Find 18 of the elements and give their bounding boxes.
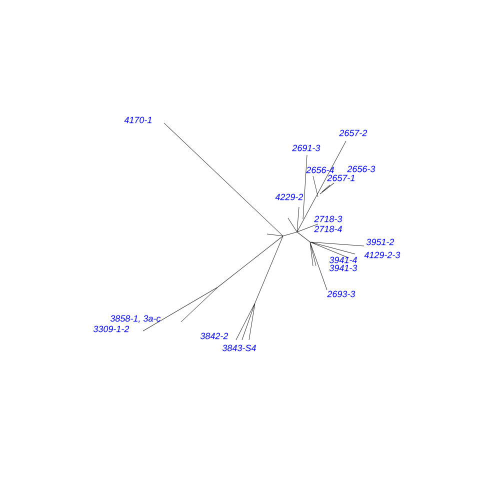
tip-label: 4170-1 <box>124 116 152 124</box>
tip-label: 2718-4 <box>314 226 342 232</box>
tip-label: 4129-2-3 <box>364 252 400 258</box>
tip-label: 2656-3 <box>347 166 376 172</box>
tip-label: 3858-1, 3a-c <box>110 315 161 323</box>
tip-label: 3843-S4 <box>222 344 256 352</box>
tip-label: 2657-1 <box>327 174 354 182</box>
tip-label: 2657-2 <box>339 130 368 136</box>
tip-label: 2718-3 <box>314 216 342 222</box>
tip-label: 2656-4 <box>306 166 334 174</box>
tip-label: 3941-4 <box>329 256 357 264</box>
tip-label: 2691-3 <box>292 144 320 152</box>
tip-label: 3951-2 <box>366 238 394 246</box>
tip-label: 3309-1-2 <box>93 326 130 332</box>
tip-label: 4229-2 <box>275 194 304 200</box>
tip-label: 3842-2 <box>200 332 228 340</box>
tip-label: 2693-3 <box>327 290 356 298</box>
tip-label: 3941-3 <box>329 264 358 272</box>
